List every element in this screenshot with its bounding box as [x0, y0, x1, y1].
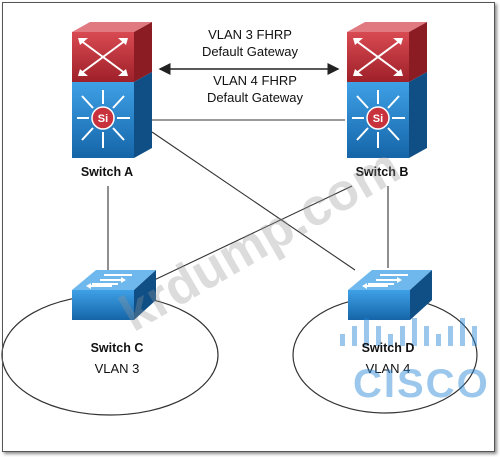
svg-text:Si: Si [98, 113, 108, 125]
link-b-c [149, 185, 353, 283]
vlan4-fhrp-label: VLAN 4 FHRP [213, 73, 297, 88]
vlan4-label: VLAN 4 [365, 361, 411, 376]
switch-b-label: Switch B [355, 165, 409, 179]
vlan3-gateway-label: Default Gateway [201, 44, 299, 59]
vlan4-gateway-label: Default Gateway [206, 90, 304, 105]
vlan3-fhrp-label: VLAN 3 FHRP [208, 27, 292, 42]
switch-c-icon [72, 270, 156, 320]
svg-text:Si: Si [373, 113, 383, 125]
cisco-logo-bars [340, 318, 477, 346]
switch-b-icon: Si [347, 22, 427, 158]
switch-c-label: Switch C [90, 341, 144, 355]
vlan3-label: VLAN 3 [94, 361, 140, 376]
switch-a-icon: Si [72, 22, 152, 158]
link-a-d [151, 131, 356, 271]
switch-d-label: Switch D [361, 341, 415, 355]
switch-a-label: Switch A [80, 165, 134, 179]
cisco-logo-text: CISCO [353, 362, 490, 406]
switch-d-icon [348, 270, 432, 320]
